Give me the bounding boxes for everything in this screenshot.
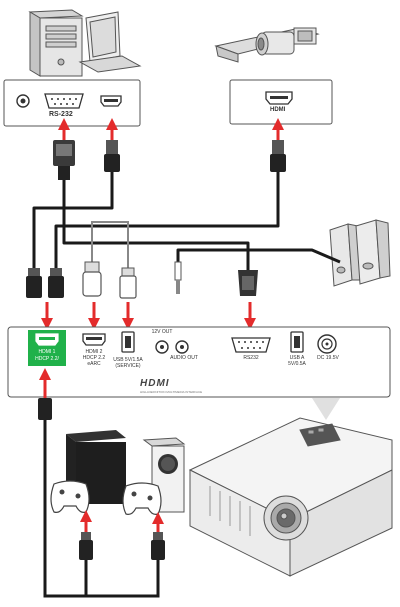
hdmi2-earc-label: eARC (87, 361, 101, 367)
console-hdmi-cables (38, 398, 165, 598)
12v-out-label: 12V OUT (151, 329, 173, 335)
hdmi1-sub-label: HDCP 2.2/ (35, 356, 59, 362)
console-arrows (39, 368, 164, 532)
rs232-port-icon (44, 93, 84, 109)
projector-rs232-label: RS232 (243, 355, 259, 361)
usb-label: USB 5V/1.5A (113, 357, 143, 363)
projector-cable-plugs (26, 261, 258, 299)
hdmi-cable-connector-pc (104, 140, 120, 172)
audio-out-label: AUDIO OUT (170, 355, 198, 361)
callout-pointer (312, 398, 340, 420)
speakers-icon (329, 219, 391, 287)
hdmi-logo: HDMI (140, 378, 170, 389)
down-arrows (41, 302, 256, 330)
camcorder-hdmi-label: HDMI (270, 107, 286, 113)
pc-rs232-label: RS-232 (49, 111, 73, 118)
projector-icon (188, 417, 393, 577)
computer-icon (28, 9, 142, 77)
pc-ports-panel (3, 79, 141, 127)
hdmi-port-icon (100, 95, 122, 107)
camcorder-port-panel (229, 79, 333, 125)
cables (32, 170, 341, 270)
camcorder-icon (214, 27, 320, 63)
up-arrows (58, 118, 284, 140)
projector-ports-panel (7, 326, 391, 398)
usb-service-label: (SERVICE) (115, 363, 141, 369)
hdmi2-label: HDMI 2 (85, 349, 103, 355)
hdmi1-label: HDMI 1 (38, 349, 56, 355)
rs232-cable-connector (53, 140, 75, 180)
hdmi2-sub-label: HDCP 2.2 (82, 355, 106, 361)
dc-in-label: DC 19.5V (317, 355, 339, 361)
controller-icon-left (50, 480, 90, 513)
controller-icon-right (122, 482, 162, 515)
usba-power-label: 5V/0.5A (288, 361, 306, 367)
hdmi-cable-connector-camcorder (270, 140, 286, 172)
hdmi-logo-tagline: HIGH-DEFINITION MULTIMEDIA INTERFACE (140, 390, 203, 394)
usba-label: USB A (289, 355, 305, 361)
